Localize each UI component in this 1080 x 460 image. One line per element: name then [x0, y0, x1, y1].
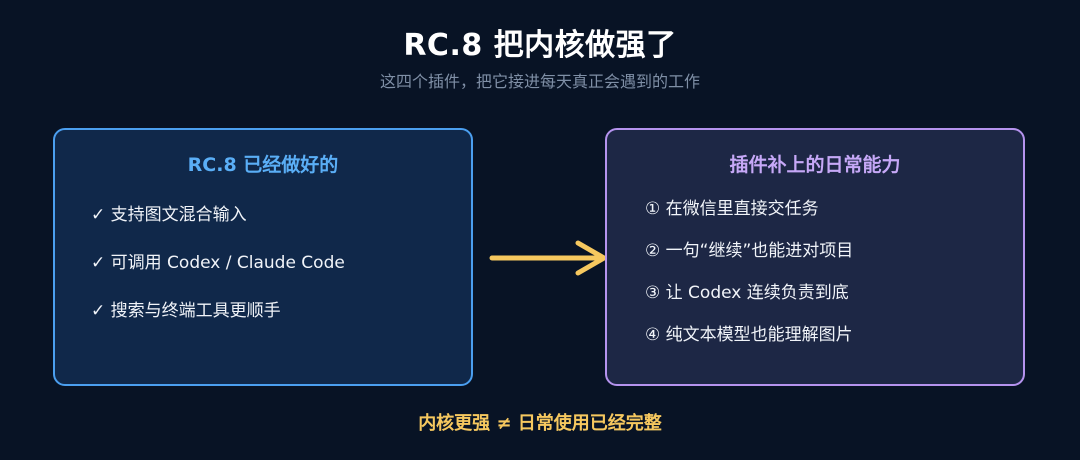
rc8-done-item-codex-claude: ✓ 可调用 Codex / Claude Code [91, 253, 345, 273]
plugin-item-codex-ownership: ③ 让 Codex 连续负责到底 [645, 283, 849, 303]
rc8-done-card: RC.8 已经做好的 ✓ 支持图文混合输入 ✓ 可调用 Codex / Clau… [53, 128, 473, 386]
plugin-abilities-card-title: 插件补上的日常能力 [729, 154, 901, 176]
footer-note: 内核更强 ≠ 日常使用已经完整 [418, 413, 662, 434]
right-arrow-icon [488, 238, 612, 282]
plugin-abilities-card: 插件补上的日常能力 ① 在微信里直接交任务 ② 一句“继续”也能进对项目 ③ 让… [605, 128, 1025, 386]
rc8-done-item-image-text-input: ✓ 支持图文混合输入 [91, 205, 247, 225]
page-title: RC.8 把内核做强了 [403, 28, 677, 63]
plugin-item-text-model-images: ④ 纯文本模型也能理解图片 [645, 325, 853, 345]
plugin-item-continue-project: ② 一句“继续”也能进对项目 [645, 241, 854, 261]
rc8-done-item-search-terminal: ✓ 搜索与终端工具更顺手 [91, 301, 281, 321]
page-subtitle: 这四个插件，把它接进每天真正会遇到的工作 [379, 72, 700, 91]
plugin-item-wechat-task: ① 在微信里直接交任务 [645, 199, 819, 219]
rc8-done-card-title: RC.8 已经做好的 [187, 154, 339, 176]
